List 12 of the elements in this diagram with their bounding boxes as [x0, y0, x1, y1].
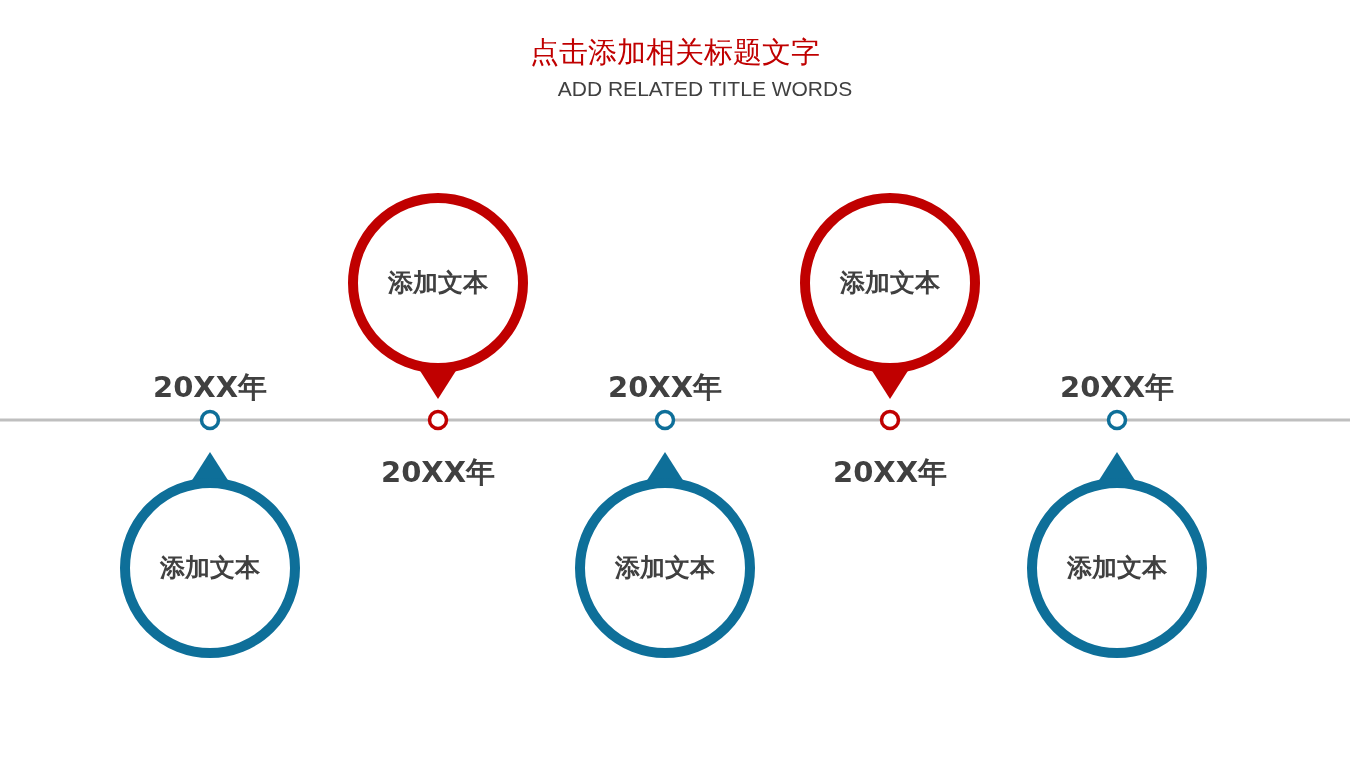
year-label: 20XX年 — [831, 455, 949, 489]
pin-text: 添加文本 — [614, 553, 716, 583]
year-label: 20XX年 — [1058, 370, 1176, 404]
pin-text: 添加文本 — [387, 268, 489, 298]
year-label: 20XX年 — [606, 370, 724, 404]
year-label: 20XX年 — [379, 455, 497, 489]
year-label: 20XX年 — [151, 370, 269, 404]
subtitle: ADD RELATED TITLE WORDS — [556, 76, 854, 102]
pin-text: 添加文本 — [839, 268, 941, 298]
title: 点击添加相关标题文字 — [529, 34, 821, 71]
pin-text: 添加文本 — [1066, 553, 1168, 583]
pin-text: 添加文本 — [159, 553, 261, 583]
